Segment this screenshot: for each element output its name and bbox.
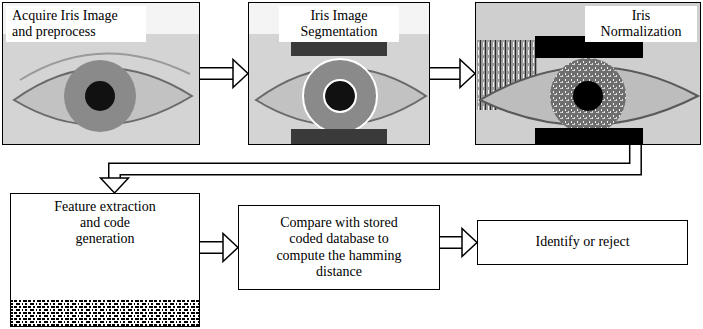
eye-photo [2,2,200,145]
step-label: Identify or reject [529,232,635,252]
block-arrow [101,145,636,193]
arrow-shaft [115,145,636,179]
arrow-shaft [430,69,461,79]
iris-code-barcode [11,300,199,326]
arrow-shaft-outline [200,67,234,80]
normalized-eye-photo [475,2,701,145]
arrow-head [223,234,238,262]
arrow-shaft [200,243,224,253]
step-label: Iris Image Segmentation [279,6,399,42]
process-box: Feature extraction and code generation [10,193,200,327]
arrow-head [233,60,248,88]
arrow-head [462,229,477,257]
step-label: Acquire Iris Image and preprocess [6,6,146,42]
arrow-shaft [200,69,234,79]
step-label: Feature extraction and code generation [45,197,165,249]
process-box: Identify or reject [477,220,688,265]
process-box: Compare with stored coded database to co… [238,205,440,290]
arrow-shaft-outline [440,236,463,249]
arrow-shaft-outline [430,67,461,80]
arrow-shaft-outline [115,145,636,179]
block-arrow [200,234,238,262]
arrow-head [460,60,475,88]
block-arrow [440,229,477,257]
arrow-shaft-outline [200,241,224,254]
block-arrow [200,60,248,88]
process-box: Iris Image Segmentation [248,2,430,145]
process-box: Acquire Iris Image and preprocess [2,2,200,145]
arrow-shaft [440,238,463,248]
process-box: Iris Normalization [475,2,701,145]
segmented-eye-photo [248,2,430,145]
arrow-head [101,178,129,193]
block-arrow [430,60,475,88]
step-label: Iris Normalization [585,6,697,42]
step-label: Compare with stored coded database to co… [264,213,414,281]
